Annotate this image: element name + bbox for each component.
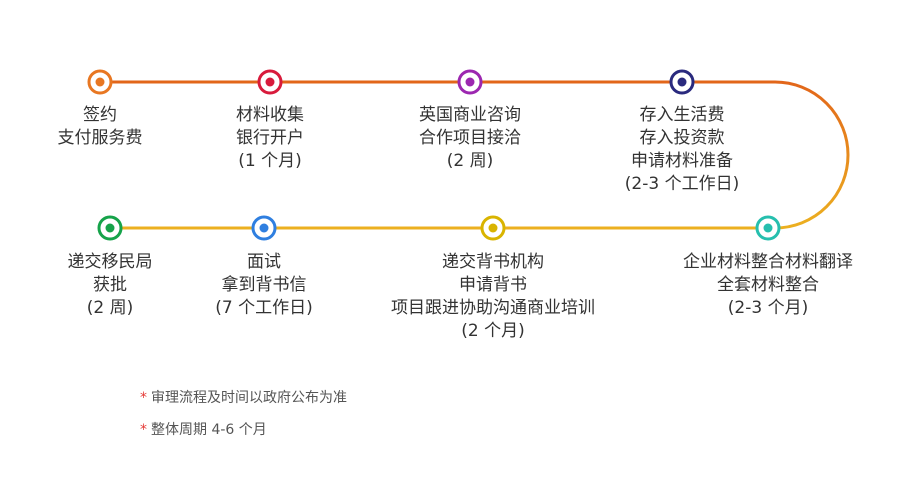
step-label-line: 企业材料整合材料翻译	[683, 252, 853, 272]
step-label-line: 签约	[83, 105, 117, 125]
footnote: *审理流程及时间以政府公布为准	[140, 388, 347, 420]
step-label-line: 申请材料准备	[631, 151, 733, 171]
step-label: 递交移民局获批 (2 周)	[0, 251, 240, 320]
step-node	[457, 69, 483, 95]
asterisk: *	[140, 390, 147, 406]
step-label-line: 申请背书	[459, 275, 527, 295]
asterisk: *	[140, 422, 147, 438]
step-label: 英国商业咨询合作项目接洽 (2 周)	[340, 104, 600, 173]
step-node-dot	[105, 223, 115, 233]
step-node-dot	[95, 77, 105, 87]
step-label-line: (7 个工作日)	[215, 298, 313, 318]
step-node-dot	[763, 223, 773, 233]
step-label-line: (1 个月)	[238, 151, 302, 171]
step-label-line: 拿到背书信	[221, 275, 307, 295]
step-node	[480, 215, 506, 241]
step-node	[87, 69, 113, 95]
step-label-line: (2-3 个月)	[727, 298, 809, 318]
step-label-line: 存入投资款	[639, 128, 725, 148]
step-node-dot	[488, 223, 498, 233]
step-label-line: (2 个月)	[461, 321, 525, 341]
step-node	[97, 215, 123, 241]
step-label: 材料收集银行开户 (1 个月)	[140, 104, 400, 173]
step-node	[251, 215, 277, 241]
step-node	[257, 69, 283, 95]
step-node	[669, 69, 695, 95]
step-node-dot	[465, 77, 475, 87]
step-label-line: 递交背书机构	[442, 252, 544, 272]
step-label: 企业材料整合材料翻译全套材料整合 (2-3 个月)	[638, 251, 898, 320]
step-label-line: (2-3 个工作日)	[624, 174, 740, 194]
step-node-dot	[677, 77, 687, 87]
footnote-text: 审理流程及时间以政府公布为准	[151, 390, 347, 406]
step-label-line: 存入生活费	[639, 105, 725, 125]
step-node-dot	[265, 77, 275, 87]
step-label-line: (2 周)	[446, 151, 494, 171]
step-label: 存入生活费存入投资款申请材料准备 (2-3 个工作日)	[552, 104, 812, 196]
step-label-line: 材料收集	[236, 105, 304, 125]
step-label-line: 获批	[93, 275, 127, 295]
footnote-text: 整体周期 4-6 个月	[151, 422, 267, 438]
step-label: 签约支付服务费	[0, 104, 230, 150]
timeline-track-curve	[774, 80, 850, 230]
footnotes: *审理流程及时间以政府公布为准 *整体周期 4-6 个月	[140, 388, 347, 452]
step-label-line: 英国商业咨询	[419, 105, 521, 125]
step-label: 递交背书机构申请背书项目跟进协助沟通商业培训 (2 个月)	[363, 251, 623, 343]
step-node	[755, 215, 781, 241]
step-label-line: 银行开户	[236, 128, 304, 148]
step-label-line: (2 周)	[86, 298, 134, 318]
step-label-line: 支付服务费	[57, 128, 143, 148]
step-label-line: 面试	[247, 252, 281, 272]
footnote: *整体周期 4-6 个月	[140, 420, 347, 452]
step-label-line: 项目跟进协助沟通商业培训	[391, 298, 595, 318]
step-label: 面试拿到背书信 (7 个工作日)	[134, 251, 394, 320]
step-node-dot	[259, 223, 269, 233]
step-label-line: 合作项目接洽	[419, 128, 521, 148]
step-label-line: 递交移民局	[67, 252, 153, 272]
step-label-line: 全套材料整合	[717, 275, 819, 295]
